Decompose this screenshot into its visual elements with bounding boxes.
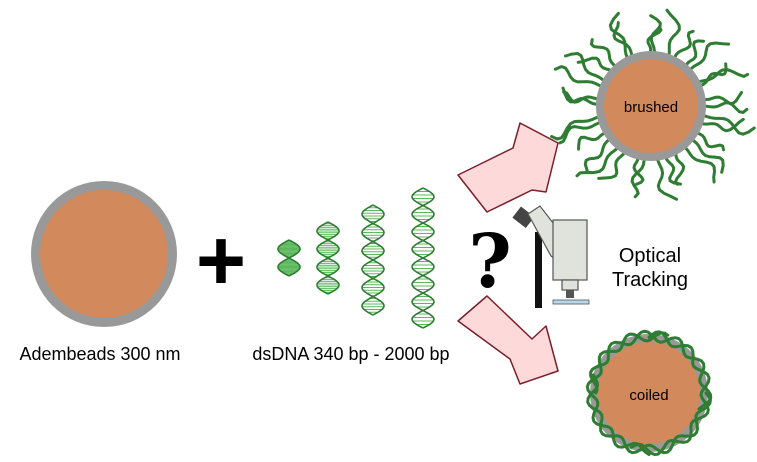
dna-coil (629, 330, 711, 456)
microscope-stand (535, 232, 542, 308)
dna-coil (589, 329, 713, 411)
dna-strand (608, 11, 632, 64)
dna-backbone (411, 187, 435, 329)
dna-strand (700, 113, 756, 136)
dna-coil (586, 373, 712, 455)
plus-sign: + (196, 213, 246, 309)
microscope-eyepiece (512, 206, 535, 229)
dna-strand (564, 52, 608, 84)
dna-strand (695, 68, 750, 85)
dna-strand (583, 135, 614, 173)
dna-backbone (277, 239, 301, 277)
dna-strand (693, 129, 725, 152)
dna-strand (688, 136, 725, 174)
coiled-dna-strands (585, 329, 713, 456)
dna-strand (562, 90, 602, 104)
dna-strand (576, 56, 616, 74)
dna-strand (630, 152, 647, 199)
dna-strand (550, 114, 602, 141)
dna-strand (558, 120, 604, 145)
coiled-bead-core (598, 342, 700, 444)
dna-backbone (361, 204, 385, 316)
dna-helix (277, 239, 301, 277)
dna-strand (665, 8, 681, 63)
dna-strand (553, 65, 605, 89)
dna-strand (655, 152, 679, 201)
brushed-dna-strands (550, 8, 756, 201)
optical-label-line1: Optical (619, 245, 681, 267)
dna-strand (590, 38, 620, 71)
dna-strand (697, 62, 728, 89)
brushed-label: brushed (624, 99, 678, 116)
dna-strand (577, 130, 610, 151)
microscope-icon (512, 205, 590, 308)
dna-strand (701, 101, 749, 114)
arrow-to-brushed (457, 122, 559, 213)
microscope-body (552, 219, 588, 281)
microscope-slide (552, 299, 590, 305)
question-mark: ? (468, 219, 511, 305)
dna-strand (597, 146, 629, 180)
dna-strand (680, 143, 716, 184)
dna-coil (585, 331, 670, 456)
arrow-to-coiled (457, 295, 559, 385)
dna-helix (361, 204, 385, 316)
adembead (31, 181, 177, 327)
dna-helices (277, 187, 435, 329)
dna-backbone (316, 221, 340, 295)
brushed-bead-core (604, 59, 698, 153)
microscope-objective (566, 290, 574, 298)
dna-strand (701, 91, 743, 105)
dna-strand (698, 117, 745, 133)
brushed-bead (596, 51, 706, 161)
bead-label: Adembeads 300 nm (19, 344, 180, 364)
dna-strand (686, 41, 731, 74)
dna-label: dsDNA 340 bp - 2000 bp (252, 344, 449, 364)
dna-helix (316, 221, 340, 295)
dna-helix (411, 187, 435, 329)
optical-label-line2: Tracking (612, 269, 688, 291)
bead-core (40, 190, 168, 318)
coiled-bead (590, 334, 708, 452)
dna-strand (575, 143, 623, 178)
coiled-label: coiled (629, 387, 668, 404)
dna-strand (612, 21, 637, 63)
microscope-nosepiece (561, 279, 579, 291)
dna-strand (682, 39, 705, 71)
